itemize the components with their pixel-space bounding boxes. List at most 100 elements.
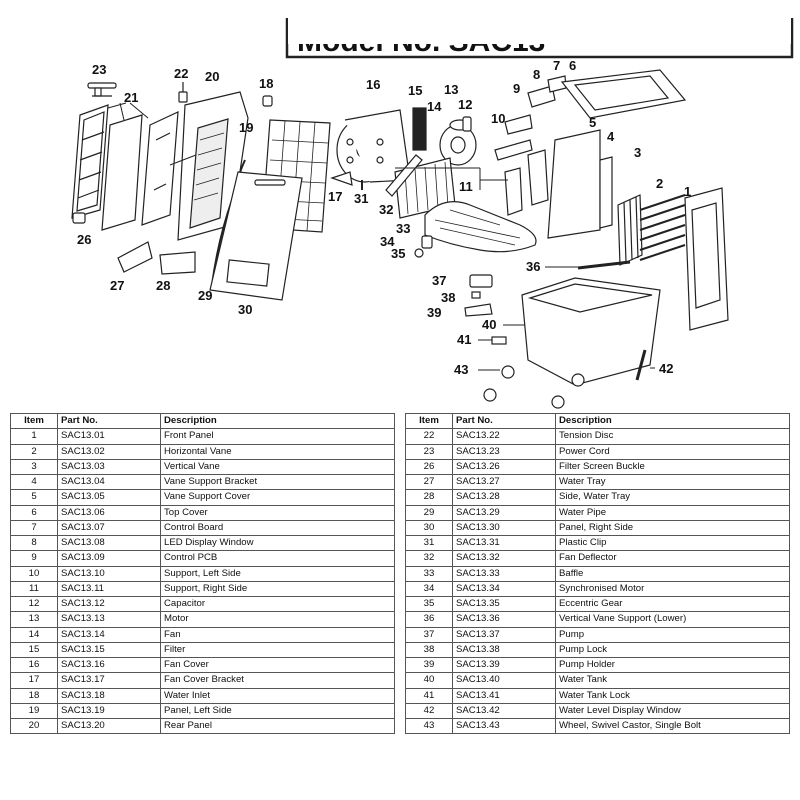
description-cell: Horizontal Vane [160, 443, 395, 460]
fan-cover-bracket-part [330, 171, 353, 186]
description-cell: Panel, Left Side [160, 702, 395, 720]
callout-10: 10 [491, 111, 505, 126]
item-cell: 38 [405, 641, 453, 659]
callout-37: 37 [432, 273, 446, 288]
callout-39: 39 [427, 305, 441, 320]
item-cell: 16 [10, 656, 58, 674]
item-cell: 22 [405, 428, 453, 445]
callout-26: 26 [77, 232, 91, 247]
callout-1: 1 [684, 184, 691, 199]
side-water-tray-part [159, 251, 196, 275]
callout-labels: 1 2 3 4 5 6 7 8 9 10 11 12 13 14 15 16 1… [77, 58, 691, 377]
part-no-cell: SAC13.29 [452, 504, 556, 521]
callout-22: 22 [174, 66, 188, 81]
part-no-cell: SAC13.10 [57, 565, 161, 582]
callout-4: 4 [607, 129, 615, 144]
description-cell: Water Tray [555, 473, 790, 491]
item-cell: 11 [10, 580, 58, 598]
description-cell: Fan Deflector [555, 550, 790, 567]
part-no-cell: SAC13.37 [452, 626, 556, 643]
water-tank-part [521, 277, 661, 386]
part-no-cell: SAC13.14 [57, 626, 161, 643]
column-header-part-no: Part No. [57, 412, 161, 430]
item-cell: 12 [10, 595, 58, 613]
fan-cover-part [336, 109, 411, 183]
eccentric-gear-part [414, 248, 424, 258]
column-header-item: Item [10, 412, 58, 430]
callout-18: 18 [259, 76, 273, 91]
callout-34: 34 [380, 234, 395, 249]
item-cell: 10 [10, 565, 58, 582]
capacitor-part [462, 116, 472, 132]
water-level-window-part [635, 349, 647, 381]
item-cell: 29 [405, 504, 453, 521]
callout-30: 30 [238, 302, 252, 317]
part-no-cell: SAC13.41 [452, 687, 556, 704]
item-cell: 32 [405, 550, 453, 567]
fan-deflector-part [385, 154, 423, 197]
item-cell: 9 [10, 550, 58, 567]
right-support-part [504, 167, 523, 216]
callout-12: 12 [458, 97, 472, 112]
column-header-item: Item [405, 412, 453, 430]
column-header-description: Description [555, 412, 790, 430]
item-cell: 17 [10, 672, 58, 689]
part-no-cell: SAC13.12 [57, 595, 161, 613]
baffle-part [424, 201, 537, 253]
table-header-row: Item Part No. Description [10, 412, 395, 430]
description-cell: Support, Right Side [160, 580, 395, 598]
description-cell: Side, Water Tray [555, 489, 790, 506]
pump-lock-part [471, 291, 481, 299]
description-cell: Vertical Vane Support (Lower) [555, 611, 790, 628]
item-cell: 18 [10, 687, 58, 704]
part-no-cell: SAC13.16 [57, 656, 161, 674]
part-no-cell: SAC13.43 [452, 717, 556, 735]
description-cell: Pump Lock [555, 641, 790, 659]
description-cell: Wheel, Swivel Castor, Single Bolt [555, 717, 790, 735]
water-tray-part [117, 241, 153, 273]
left-support-part [494, 139, 533, 161]
description-cell: Vane Support Bracket [160, 473, 395, 491]
table-header-row: Item Part No. Description [405, 412, 790, 430]
description-cell: Water Pipe [555, 504, 790, 521]
column-header-description: Description [160, 412, 395, 430]
item-cell: 13 [10, 611, 58, 628]
item-cell: 35 [405, 595, 453, 613]
item-cell: 42 [405, 702, 453, 720]
item-cell: 8 [10, 534, 58, 552]
item-cell: 27 [405, 473, 453, 491]
part-no-cell: SAC13.35 [452, 595, 556, 613]
callout-9: 9 [513, 81, 520, 96]
part-no-cell: SAC13.33 [452, 565, 556, 582]
description-cell: Support, Left Side [160, 565, 395, 582]
part-no-cell: SAC13.34 [452, 580, 556, 598]
column-header-part-no: Part No. [452, 412, 556, 430]
item-cell: 3 [10, 458, 58, 476]
description-cell: Plastic Clip [555, 534, 790, 552]
item-cell: 33 [405, 565, 453, 582]
part-no-cell: SAC13.26 [452, 458, 556, 476]
callout-6: 6 [569, 58, 576, 73]
filter-part [412, 107, 427, 151]
part-no-cell: SAC13.32 [452, 550, 556, 567]
item-cell: 41 [405, 687, 453, 704]
callout-5: 5 [589, 115, 596, 130]
